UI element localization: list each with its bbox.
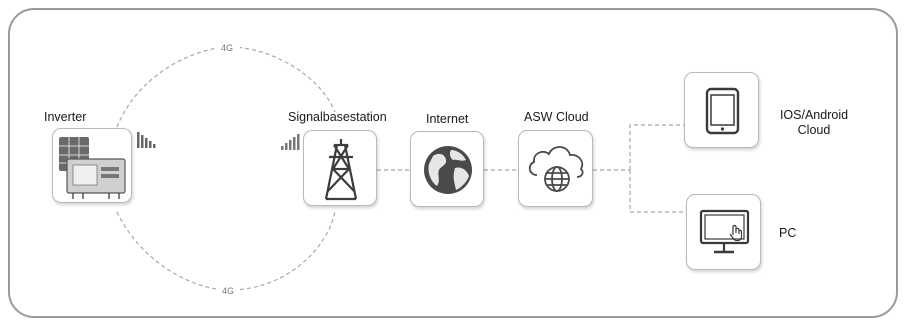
mobile-label: IOS/Android Cloud [779,108,849,137]
globe-icon [424,146,472,194]
inverter-label: Inverter [44,110,87,124]
cloud-network-icon [528,146,584,192]
base-station-node [303,130,377,206]
inverter-node [52,128,132,203]
base-station-label: Signalbasestation [288,110,387,124]
link-branch-pc [629,170,686,213]
cloud-label: ASW Cloud [524,110,589,124]
internet-node [410,131,484,207]
inverter-icon [66,158,126,199]
signal-bars-icon-tower [281,134,300,150]
link-branch-mobile [629,124,684,170]
upper-4g-label: 4G [221,43,233,53]
tower-icon [324,139,358,201]
cloud-node [518,130,593,207]
diagram-frame [8,8,898,318]
mobile-node [684,72,759,148]
lower-4g-label: 4G [222,286,234,296]
signal-bars-icon [137,132,156,148]
lower-4g-arc [116,211,336,291]
tablet-icon [705,87,740,135]
upper-4g-arc [116,46,336,128]
pc-label: PC [779,226,797,240]
pc-node [686,194,761,270]
monitor-touch-icon [699,209,750,254]
internet-label: Internet [426,112,469,126]
